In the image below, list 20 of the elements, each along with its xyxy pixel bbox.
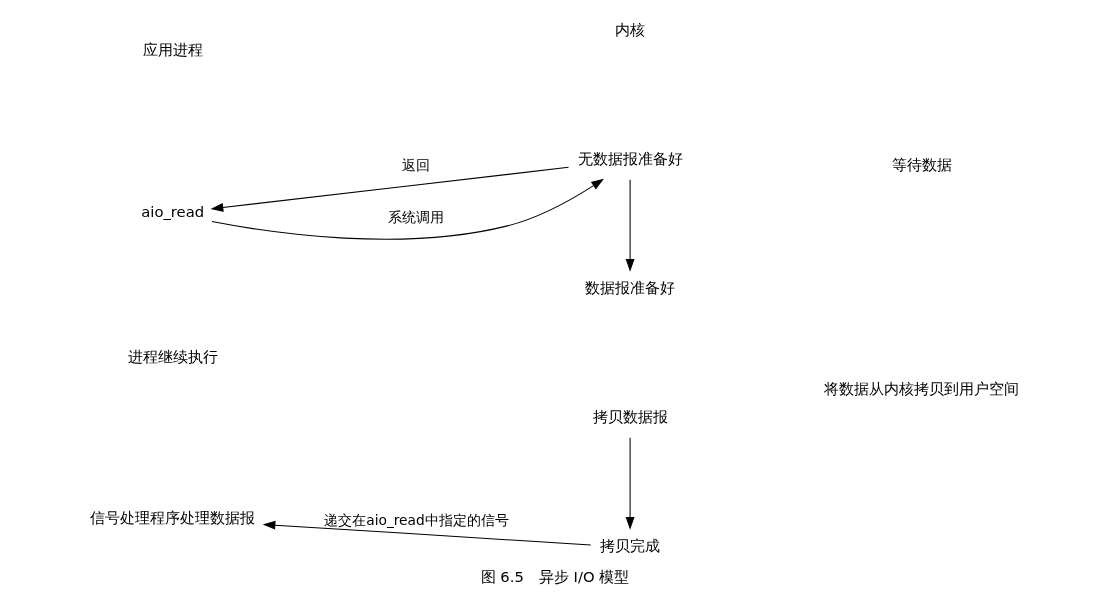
label: 等待数据	[891, 155, 952, 173]
arrow	[210, 166, 569, 212]
arrow	[262, 520, 591, 546]
arrow	[625, 437, 635, 530]
node-text: 信号处理程序处理数据报	[89, 508, 255, 526]
label: 将数据从内核拷贝到用户空间	[823, 379, 1019, 397]
label: 内核	[614, 21, 645, 39]
edge-label: 递交在aio_read中指定的信号	[323, 511, 509, 528]
arrow	[211, 178, 604, 240]
label: 应用进程	[142, 41, 203, 59]
node-text: 无数据报准备好	[577, 150, 683, 168]
arrow	[625, 179, 635, 272]
node-text: aio_read	[140, 203, 204, 221]
node-text: 数据报准备好	[584, 279, 675, 297]
label: 进程继续执行	[127, 347, 218, 365]
node-text: 拷贝数据报	[592, 408, 668, 426]
node-text: 拷贝完成	[599, 537, 660, 555]
edge-label: 返回	[401, 157, 430, 174]
edge-label: 系统调用	[387, 209, 444, 226]
caption: 图 6.5 异步 I/O 模型	[480, 568, 629, 586]
